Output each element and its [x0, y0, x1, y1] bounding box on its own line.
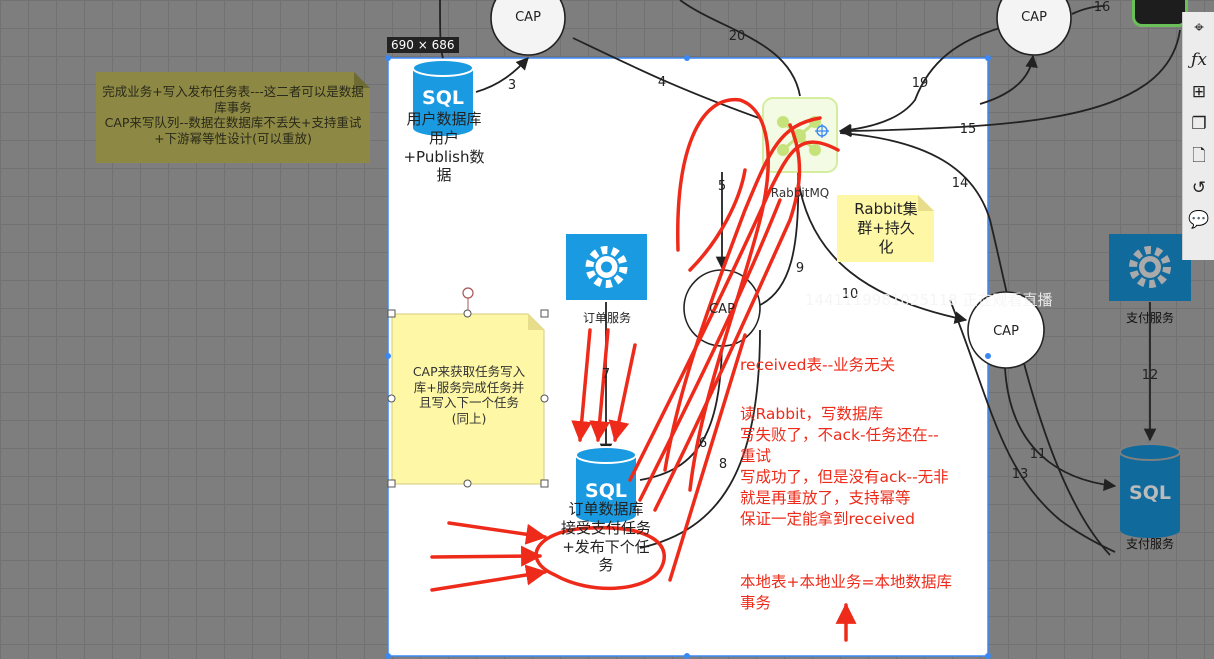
order-db-icon[interactable] — [575, 446, 637, 523]
edge-label-5: 5 — [718, 179, 726, 194]
edge-20[interactable] — [679, 0, 801, 97]
pay-service-label: 支付服务 — [1125, 311, 1174, 325]
red-arrow-1 — [447, 521, 548, 545]
edge-label-4: 4 — [658, 75, 666, 90]
pages-icon[interactable]: ❐ — [1191, 114, 1207, 134]
cap-top-right[interactable] — [996, 0, 1072, 56]
app-logo — [1132, 0, 1188, 27]
user-db-label: 用户数据库 用户 +Publish数 据 — [403, 110, 485, 185]
note-top-left[interactable] — [96, 72, 370, 163]
selection-handles[interactable] — [385, 55, 991, 659]
edge-label-11: 11 — [1030, 447, 1047, 462]
crosshair-icon[interactable]: ⌖ — [1194, 18, 1204, 38]
layout-icon[interactable]: ⊞ — [1191, 82, 1207, 102]
edge-label-13: 13 — [1012, 467, 1029, 482]
red-line-long — [668, 333, 747, 582]
edge-19[interactable] — [838, 27, 1001, 137]
note-left[interactable] — [387, 287, 549, 488]
edge-8[interactable] — [639, 329, 761, 549]
edge-label-8: 8 — [719, 457, 727, 472]
edge-label-20: 20 — [729, 29, 746, 44]
cap-right[interactable] — [967, 291, 1045, 369]
pay-db-sql-text: SQL — [1129, 482, 1171, 504]
user-db-sql-text: SQL — [422, 87, 464, 109]
edge-label-15: 15 — [960, 122, 977, 137]
edge-label-3: 3 — [508, 78, 516, 93]
edge-label-14: 14 — [952, 176, 969, 191]
edge-label-19: 19 — [912, 76, 929, 91]
note-top-left-text: 完成业务+写入发布任务表---这二者可以是数据库事务 CAP来写队列--数据在数… — [102, 84, 364, 146]
live-watermark: 1441119981025118 正在观看直播 — [805, 291, 1053, 309]
edge-3[interactable] — [475, 57, 529, 93]
order-db-label: 订单数据库 接受支付任务 +发布下个任 务 — [560, 500, 651, 575]
edge-11[interactable] — [1004, 367, 1117, 492]
edge-label-16: 16 — [1094, 0, 1111, 15]
edge-label-9: 9 — [796, 261, 804, 276]
red-arrow-3 — [430, 564, 548, 592]
red-loop-2 — [663, 116, 822, 472]
note-left-text: CAP来获取任务写入 库+服务完成任务并 且写入下一个任务 (同上) — [412, 364, 526, 426]
cap-right-label: CAP — [993, 324, 1019, 339]
order-db-sql-text: SQL — [585, 480, 627, 502]
edge-9[interactable] — [759, 171, 800, 306]
selection-size-badge: 690 × 686 — [387, 37, 459, 53]
edge-13[interactable] — [949, 299, 1116, 553]
cap-top-label: CAP — [515, 10, 541, 25]
red-arrow-6 — [608, 343, 637, 443]
comment-icon[interactable]: 💬 — [1188, 210, 1210, 230]
edge-label-6: 6 — [699, 436, 707, 451]
note-rabbit-text: Rabbit集 群+持久 化 — [854, 200, 918, 256]
order-service-label: 订单服务 — [582, 311, 631, 325]
annotation-local: 本地表+本地业务=本地数据库 事务 — [740, 573, 952, 613]
rabbitmq-label: RabbitMQ — [770, 186, 830, 200]
red-arrow-4 — [571, 328, 593, 443]
red-arrow-2 — [430, 545, 543, 567]
red-loop-4 — [628, 140, 840, 482]
pay-service-gear-icon[interactable] — [1109, 234, 1191, 301]
edge-label-10: 10 — [842, 287, 859, 302]
cap-top-right-label: CAP — [1021, 10, 1047, 25]
edge-10[interactable] — [797, 177, 968, 324]
right-toolbar: ⌖ ƒx ⊞ ❐ 🗋 ↺ 💬 — [1182, 12, 1214, 260]
order-service-gear-icon[interactable] — [566, 234, 647, 300]
annotation-read-rabbit: 读Rabbit，写数据库 写失败了，不ack-任务还在-- 重试 写成功了，但是… — [740, 405, 949, 529]
cap-middle-label: CAP — [709, 302, 735, 317]
annotation-received: received表--业务无关 — [740, 356, 896, 374]
edge-15[interactable] — [838, 29, 1181, 138]
red-loop-6 — [688, 168, 747, 272]
edge-4[interactable] — [572, 37, 771, 123]
pay-db-label: 支付服务 — [1125, 537, 1174, 551]
red-loop-3 — [638, 198, 782, 502]
edge-label-12: 12 — [1142, 368, 1159, 383]
note-rabbit[interactable] — [837, 195, 934, 262]
edge-16[interactable] — [1071, 5, 1106, 15]
page-icon[interactable]: 🗋 — [1192, 146, 1206, 166]
history-icon[interactable]: ↺ — [1191, 178, 1207, 198]
pay-db-icon[interactable] — [1119, 443, 1181, 538]
edge-14[interactable] — [839, 132, 1111, 556]
edge-to-cap-top-right[interactable] — [979, 54, 1038, 105]
cap-top[interactable] — [490, 0, 566, 56]
red-arrow-5 — [589, 328, 611, 443]
edge-label-7: 7 — [602, 367, 610, 382]
red-loop-5 — [653, 123, 802, 512]
user-db-icon[interactable] — [412, 59, 474, 136]
red-loop-1 — [676, 98, 770, 492]
function-icon[interactable]: ƒx — [1191, 50, 1207, 70]
